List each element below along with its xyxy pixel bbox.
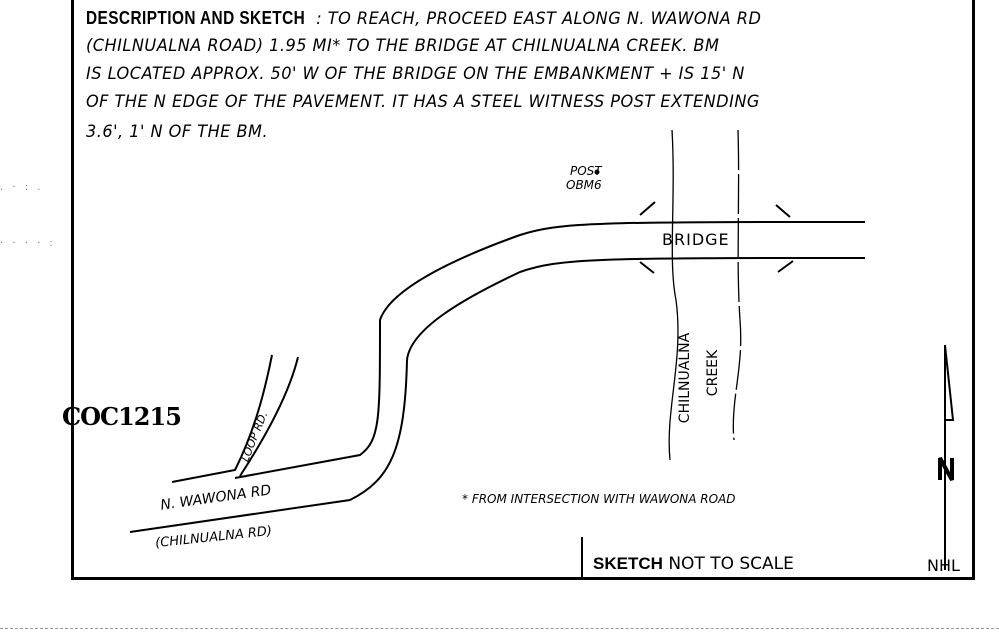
road-north-edge	[234, 221, 866, 479]
description-line-4: OF THE N EDGE OF THE PAVEMENT. IT HAS A …	[86, 92, 760, 112]
creek-label-1: CHILNUALNA	[677, 332, 694, 424]
loop-road-east-edge	[239, 356, 299, 477]
description-box	[71, 0, 975, 580]
road-south-edge	[129, 257, 866, 533]
scan-noise: · · · · :	[0, 238, 56, 249]
post-label: POST	[570, 164, 602, 178]
description-line-5: 3.6', 1' N OF THE BM.	[86, 122, 269, 142]
description-line-3: IS LOCATED APPROX. 50' W OF THE BRIDGE O…	[86, 64, 745, 84]
scale-note: SKETCH NOT TO SCALE	[593, 554, 794, 574]
footnote: * FROM INTERSECTION WITH WAWONA ROAD	[462, 492, 736, 506]
document-stamp: COC1215	[62, 402, 182, 431]
north-arrow-n-glyph	[938, 457, 954, 481]
initials: NHL	[927, 556, 960, 575]
north-arrow	[944, 344, 955, 570]
bm-label: OBM6	[566, 178, 602, 192]
description-line-1: DESCRIPTION AND SKETCH: TO REACH, PROCEE…	[86, 8, 762, 29]
creek-west-bank	[668, 129, 679, 461]
loop-road-west-edge	[171, 354, 273, 483]
creek-east-bank	[732, 129, 742, 441]
scan-noise-bottom	[0, 628, 999, 629]
bridge-mark	[639, 201, 794, 274]
description-line-2: (CHILNUALNA ROAD) 1.95 MI* TO THE BRIDGE…	[86, 36, 720, 56]
scan-noise: . · : .	[0, 182, 44, 193]
bridge-label: BRIDGE	[662, 230, 730, 249]
witness-post-mark	[594, 169, 600, 175]
description-heading: DESCRIPTION AND SKETCH	[86, 8, 306, 28]
creek-label-2: CREEK	[705, 349, 722, 397]
